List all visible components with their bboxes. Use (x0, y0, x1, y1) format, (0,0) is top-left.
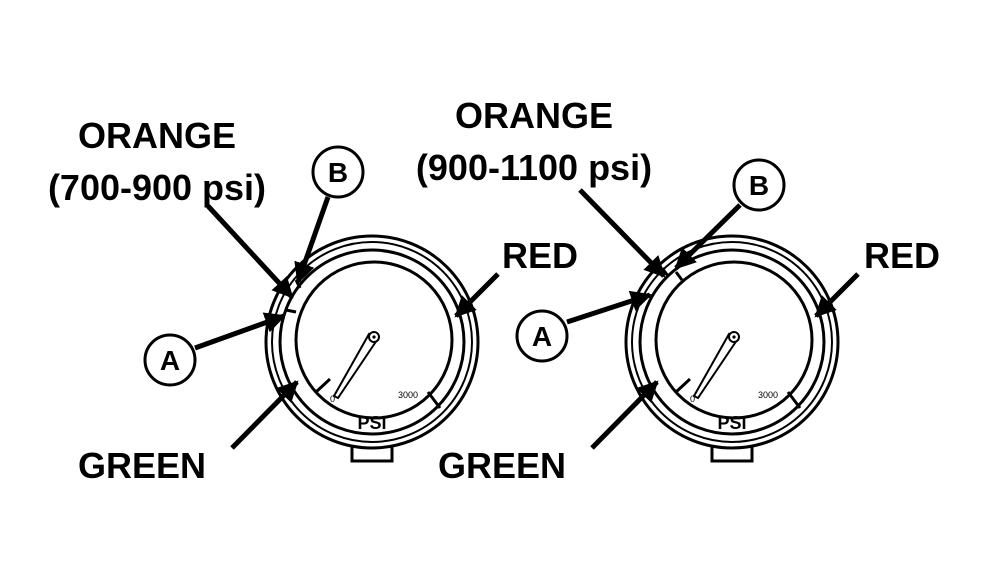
left-gauge-orange-band-end (285, 308, 297, 314)
right-red-arrow (814, 272, 860, 318)
left-gauge-bezel-inner (271, 241, 473, 443)
right-green-label: GREEN (438, 445, 566, 486)
right-gauge: 0 3000 PSI (624, 234, 840, 463)
left-gauge-max-tick (426, 391, 442, 409)
right-gauge-pivot-center (732, 335, 736, 339)
left-orange-arrow (206, 204, 294, 299)
left-callout-a: A (160, 345, 180, 376)
left-gauge-min-tick (314, 377, 332, 394)
left-orange-title: ORANGE (78, 115, 236, 156)
right-b-arrow (674, 203, 742, 270)
right-callout-a-circle (515, 309, 569, 363)
right-gauge-min-tick (674, 377, 692, 394)
left-red-arrow (454, 272, 500, 318)
right-a-arrow (566, 290, 652, 325)
right-orange-title: ORANGE (455, 95, 613, 136)
left-b-arrow (294, 196, 331, 284)
right-gauge-bezel-inner (631, 241, 833, 443)
right-orange-range: (900-1100 psi) (416, 147, 652, 188)
left-red-label: RED (502, 235, 578, 276)
right-callout-b: B (749, 170, 769, 201)
right-gauge-max-tick (786, 391, 802, 409)
left-orange-range: (700-900 psi) (48, 167, 266, 208)
left-scale-min: 0 (330, 394, 335, 404)
left-callout-a-circle (143, 333, 197, 387)
right-callout-a: A (532, 321, 552, 352)
right-scale-min: 0 (690, 394, 695, 404)
left-scale-max: 3000 (398, 390, 418, 400)
left-a-arrow (194, 312, 286, 351)
left-labels: ORANGE (700-900 psi) RED GREEN B A (48, 115, 578, 486)
left-gauge-face (294, 260, 454, 420)
left-gauge-dial-ring (278, 248, 466, 436)
right-green-arrow (590, 380, 659, 450)
right-callout-b-circle (732, 158, 786, 212)
right-red-label: RED (864, 235, 940, 276)
right-dial-unit: PSI (717, 413, 746, 433)
left-green-label: GREEN (78, 445, 206, 486)
left-callout-b: B (328, 157, 348, 188)
left-dial-unit: PSI (357, 413, 386, 433)
right-orange-arrow (578, 188, 666, 278)
right-gauge-dial-ring (638, 248, 826, 436)
right-scale-max: 3000 (758, 390, 778, 400)
left-callout-b-circle (311, 145, 365, 199)
right-labels: ORANGE (900-1100 psi) RED GREEN B A (416, 95, 940, 486)
left-gauge: 0 3000 PSI (264, 234, 480, 463)
right-gauge-orange-band-end (674, 271, 684, 281)
left-green-arrow (230, 380, 299, 450)
left-gauge-pivot-center (372, 335, 376, 339)
right-gauge-face (654, 260, 814, 420)
